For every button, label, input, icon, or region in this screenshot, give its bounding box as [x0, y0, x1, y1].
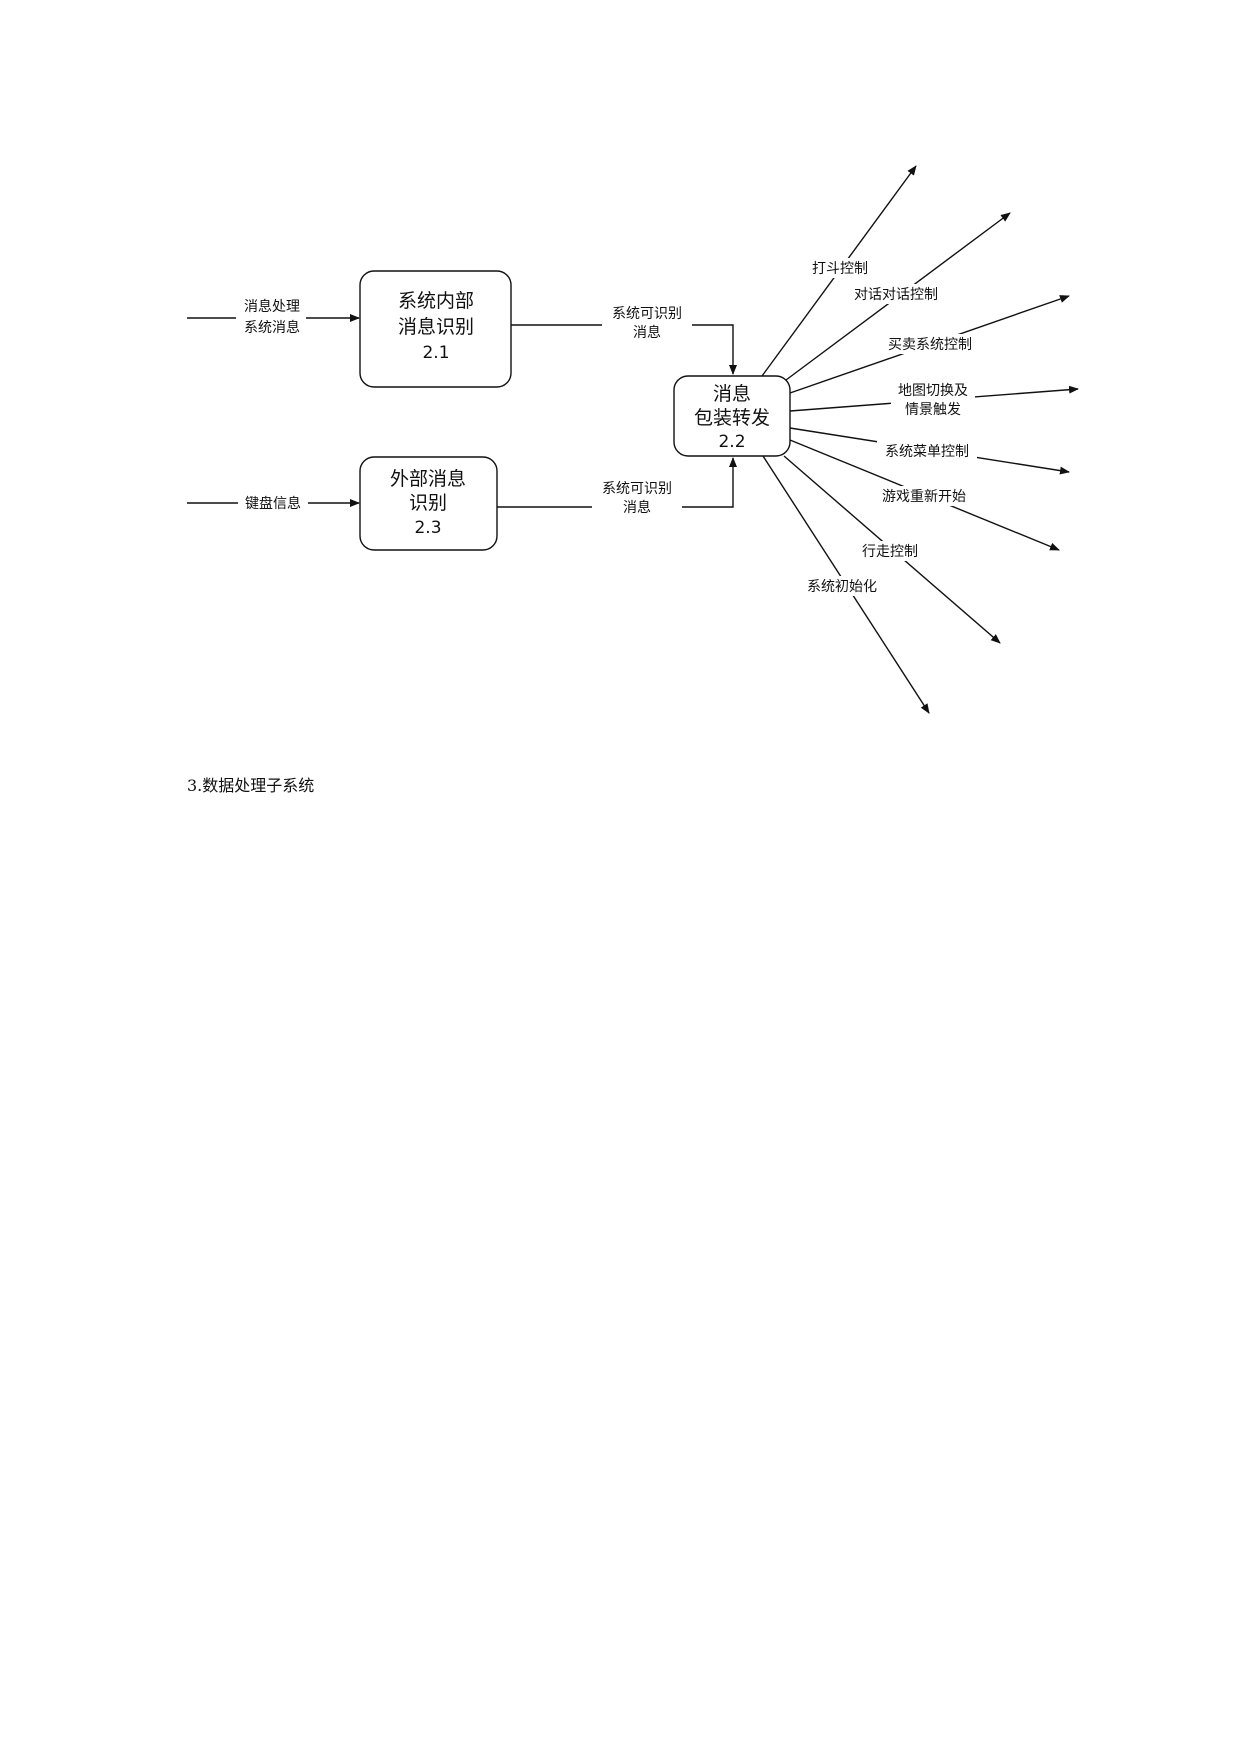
process-2-1-box — [359, 270, 512, 388]
process-2-2-title-line1: 消息 — [713, 383, 751, 405]
flow-label-2-3-line2: 消息 — [623, 499, 651, 516]
input-label-keyboard: 键盘信息 — [245, 495, 301, 512]
process-2-2-id: 2.2 — [718, 432, 745, 452]
process-2-3-title-line2: 识别 — [409, 492, 447, 514]
process-2-1-title-line2: 消息识别 — [398, 316, 474, 338]
flow-arrow-2-1-to-2-2 — [511, 324, 737, 375]
flow-label-2-1-line2: 消息 — [633, 324, 661, 341]
output-label-restart: 游戏重新开始 — [882, 489, 966, 505]
process-2-2-box — [673, 375, 791, 457]
input-label-system-message-line1: 消息处理 — [244, 298, 300, 315]
process-2-2: 消息 包装转发 2.2 — [673, 375, 791, 457]
output-label-walk: 行走控制 — [862, 544, 918, 560]
output-label-fight: 打斗控制 — [812, 260, 868, 277]
process-2-3-title-line1: 外部消息 — [390, 468, 466, 490]
input-label-system-message-line2: 系统消息 — [244, 319, 300, 336]
output-label-menu: 系统菜单控制 — [885, 444, 969, 460]
process-2-3-id: 2.3 — [414, 518, 441, 538]
flow-arrow-2-3-to-2-2 — [497, 457, 737, 508]
process-2-1: 系统内部 消息识别 2.1 — [359, 270, 512, 388]
output-label-map-line1: 地图切换及 — [898, 382, 968, 399]
flow-label-2-3-line1: 系统可识别 — [602, 481, 672, 497]
output-label-trade: 买卖系统控制 — [888, 337, 972, 353]
process-2-2-title-line2: 包装转发 — [694, 407, 770, 429]
process-2-1-title-line1: 系统内部 — [398, 290, 474, 312]
process-2-3-box — [359, 456, 498, 551]
output-label-dialog: 对话对话控制 — [854, 287, 938, 303]
process-2-3: 外部消息 识别 2.3 — [359, 456, 498, 551]
data-flow-diagram: 系统内部 消息识别 2.1 消息 包装转发 2.2 外部消息 识别 2.3 消息… — [187, 165, 1079, 714]
process-2-1-id: 2.1 — [422, 343, 449, 363]
output-label-init: 系统初始化 — [807, 578, 877, 595]
section-heading: 3.数据处理子系统 — [187, 776, 315, 795]
output-label-map-line2: 情景触发 — [905, 402, 961, 418]
flow-label-2-1-line1: 系统可识别 — [612, 306, 682, 322]
